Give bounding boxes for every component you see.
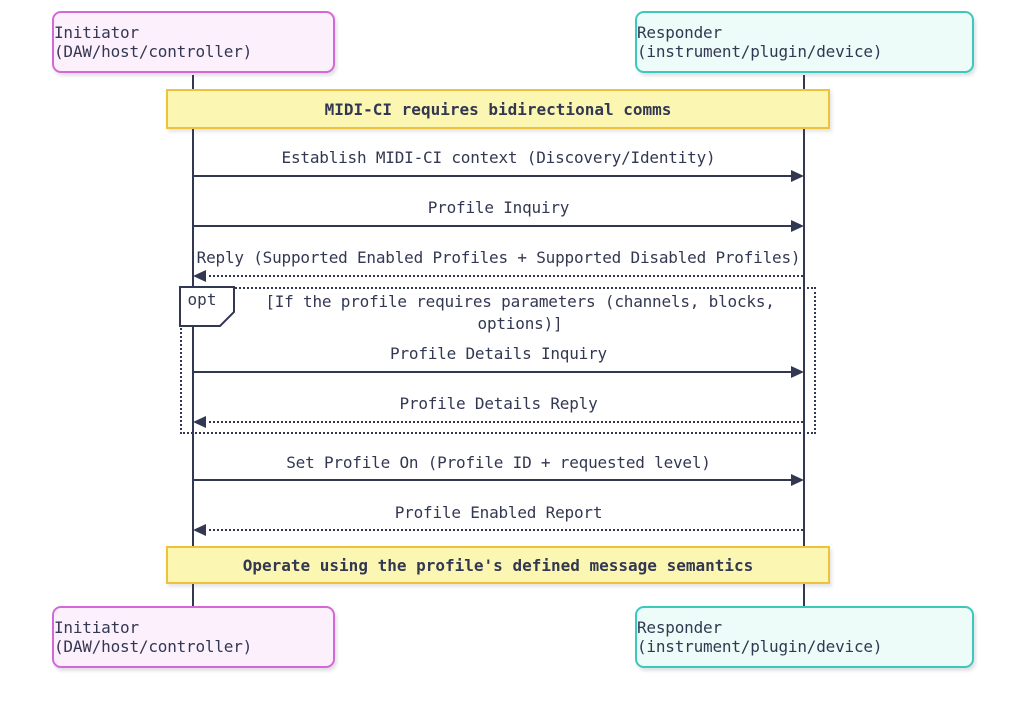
message-label: Profile Details Reply [399, 394, 598, 413]
arrow-shaft [194, 225, 793, 227]
arrow-shaft [204, 529, 803, 531]
note-operate-semantics: Operate using the profile's defined mess… [166, 546, 830, 584]
message-label: Establish MIDI-CI context (Discovery/Ide… [281, 148, 716, 167]
note-text: MIDI-CI requires bidirectional comms [324, 99, 672, 119]
actor-responder-bottom: Responder (instrument/plugin/device) [635, 606, 974, 668]
arrowhead-right-icon [791, 474, 804, 486]
message-arrow-right [193, 220, 804, 232]
message-arrow-right [193, 474, 804, 486]
arrow-shaft [194, 371, 793, 373]
actor-initiator-label: Initiator (DAW/host/controller) [54, 23, 253, 61]
note-text: Operate using the profile's defined mess… [242, 555, 754, 575]
message-arrow-left [193, 270, 804, 282]
actor-initiator-label: Initiator (DAW/host/controller) [54, 618, 253, 656]
actor-responder-top: Responder (instrument/plugin/device) [635, 11, 974, 73]
arrow-shaft [194, 479, 793, 481]
opt-guard-condition: [If the profile requires parameters (cha… [265, 292, 775, 333]
arrowhead-left-icon [193, 416, 206, 428]
note-bidirectional-comms: MIDI-CI requires bidirectional comms [166, 89, 830, 129]
arrowhead-right-icon [791, 366, 804, 378]
arrowhead-right-icon [791, 220, 804, 232]
arrowhead-right-icon [791, 170, 804, 182]
responder-lifeline [803, 75, 805, 607]
actor-responder-label: Responder (instrument/plugin/device) [637, 23, 883, 61]
message-arrow-left [193, 524, 804, 536]
opt-tab-shape [179, 286, 235, 327]
opt-tab-label: opt [187, 290, 217, 309]
arrow-shaft [204, 275, 803, 277]
arrow-shaft [204, 421, 803, 423]
initiator-lifeline [192, 75, 194, 607]
message-arrow-left [193, 416, 804, 428]
arrowhead-left-icon [193, 524, 206, 536]
actor-initiator-bottom: Initiator (DAW/host/controller) [52, 606, 335, 668]
message-label: Set Profile On (Profile ID + requested l… [286, 453, 711, 472]
arrowhead-left-icon [193, 270, 206, 282]
opt-fragment-tab: opt [179, 286, 237, 328]
opt-fragment-frame [180, 287, 816, 434]
message-label: Profile Details Inquiry [390, 344, 607, 363]
message-label: Profile Enabled Report [394, 503, 603, 522]
message-label: Reply (Supported Enabled Profiles + Supp… [196, 248, 801, 267]
actor-initiator-top: Initiator (DAW/host/controller) [52, 11, 335, 73]
message-label: Profile Inquiry [427, 198, 570, 217]
actor-responder-label: Responder (instrument/plugin/device) [637, 618, 883, 656]
arrow-shaft [194, 175, 793, 177]
message-arrow-right [193, 366, 804, 378]
message-arrow-right [193, 170, 804, 182]
